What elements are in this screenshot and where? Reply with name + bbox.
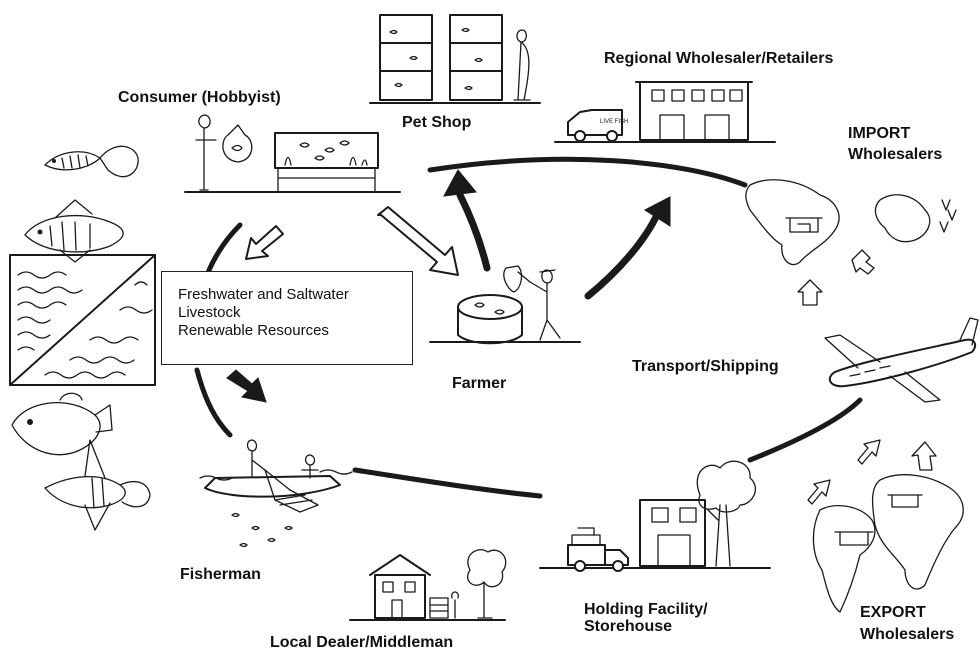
import-label-line2: Wholesalers — [848, 146, 943, 163]
petshop-arrowhead — [443, 169, 477, 197]
local-dealer-label: Local Dealer/Middleman — [270, 634, 454, 651]
export-label-line2: Wholesalers — [860, 626, 955, 643]
consumer-scene — [184, 114, 401, 193]
import-maps — [745, 179, 957, 306]
regional-wholesaler-label: Regional Wholesaler/Retailers — [604, 50, 834, 67]
pet-shop-label: Pet Shop — [402, 114, 472, 131]
hollow-arrow-to-box — [245, 225, 284, 260]
holding-facility-scene — [539, 460, 771, 572]
farmer-label: Farmer — [452, 375, 507, 392]
fisherman-scene — [199, 439, 353, 548]
export-label-line1: EXPORT — [860, 604, 926, 621]
arc-holding-to-transport — [747, 397, 863, 463]
local-dealer-scene — [349, 549, 507, 621]
butterfly-fish — [11, 392, 113, 456]
export-maps — [807, 439, 964, 613]
water-panels — [9, 254, 156, 386]
resource-box-line-3: Renewable Resources — [178, 322, 329, 339]
resource-box-line-2: Livestock — [178, 304, 241, 321]
fisherman-label: Fisherman — [180, 566, 261, 583]
consumer-label: Consumer (Hobbyist) — [118, 89, 281, 106]
holding-facility-label-line2: Storehouse — [584, 618, 673, 635]
resource-box: Freshwater and Saltwater Livestock Renew… — [161, 271, 413, 365]
fish-illustrations — [9, 145, 156, 531]
resource-box-line-1: Freshwater and Saltwater — [178, 286, 349, 303]
regional-wholesaler-scene: LIVE FISH — [554, 81, 776, 143]
hollow-arrow-to-farmer — [377, 206, 459, 276]
arc-fisherman-to-holding — [352, 467, 543, 499]
angelfish — [44, 439, 151, 531]
flow-arrows — [226, 169, 671, 403]
holding-facility-label-line1: Holding Facility/ — [584, 601, 708, 618]
regional-arrowhead — [644, 196, 671, 227]
van-lettering: LIVE FISH — [600, 119, 628, 125]
import-label-line1: IMPORT — [848, 125, 911, 142]
arc-box-to-fisherman — [194, 367, 233, 438]
black-arrow-to-fisherman — [226, 369, 267, 403]
transport-label: Transport/Shipping — [632, 358, 779, 375]
guppy-fish — [44, 145, 139, 178]
arc-petshop-to-import — [427, 156, 748, 188]
farmer-scene — [429, 265, 581, 345]
black-arrow-to-regional — [584, 211, 661, 300]
cichlid-fish — [24, 199, 124, 263]
pet-shop-building — [369, 14, 541, 104]
black-arrow-to-petshop — [456, 191, 491, 272]
transport-plane — [824, 317, 979, 403]
